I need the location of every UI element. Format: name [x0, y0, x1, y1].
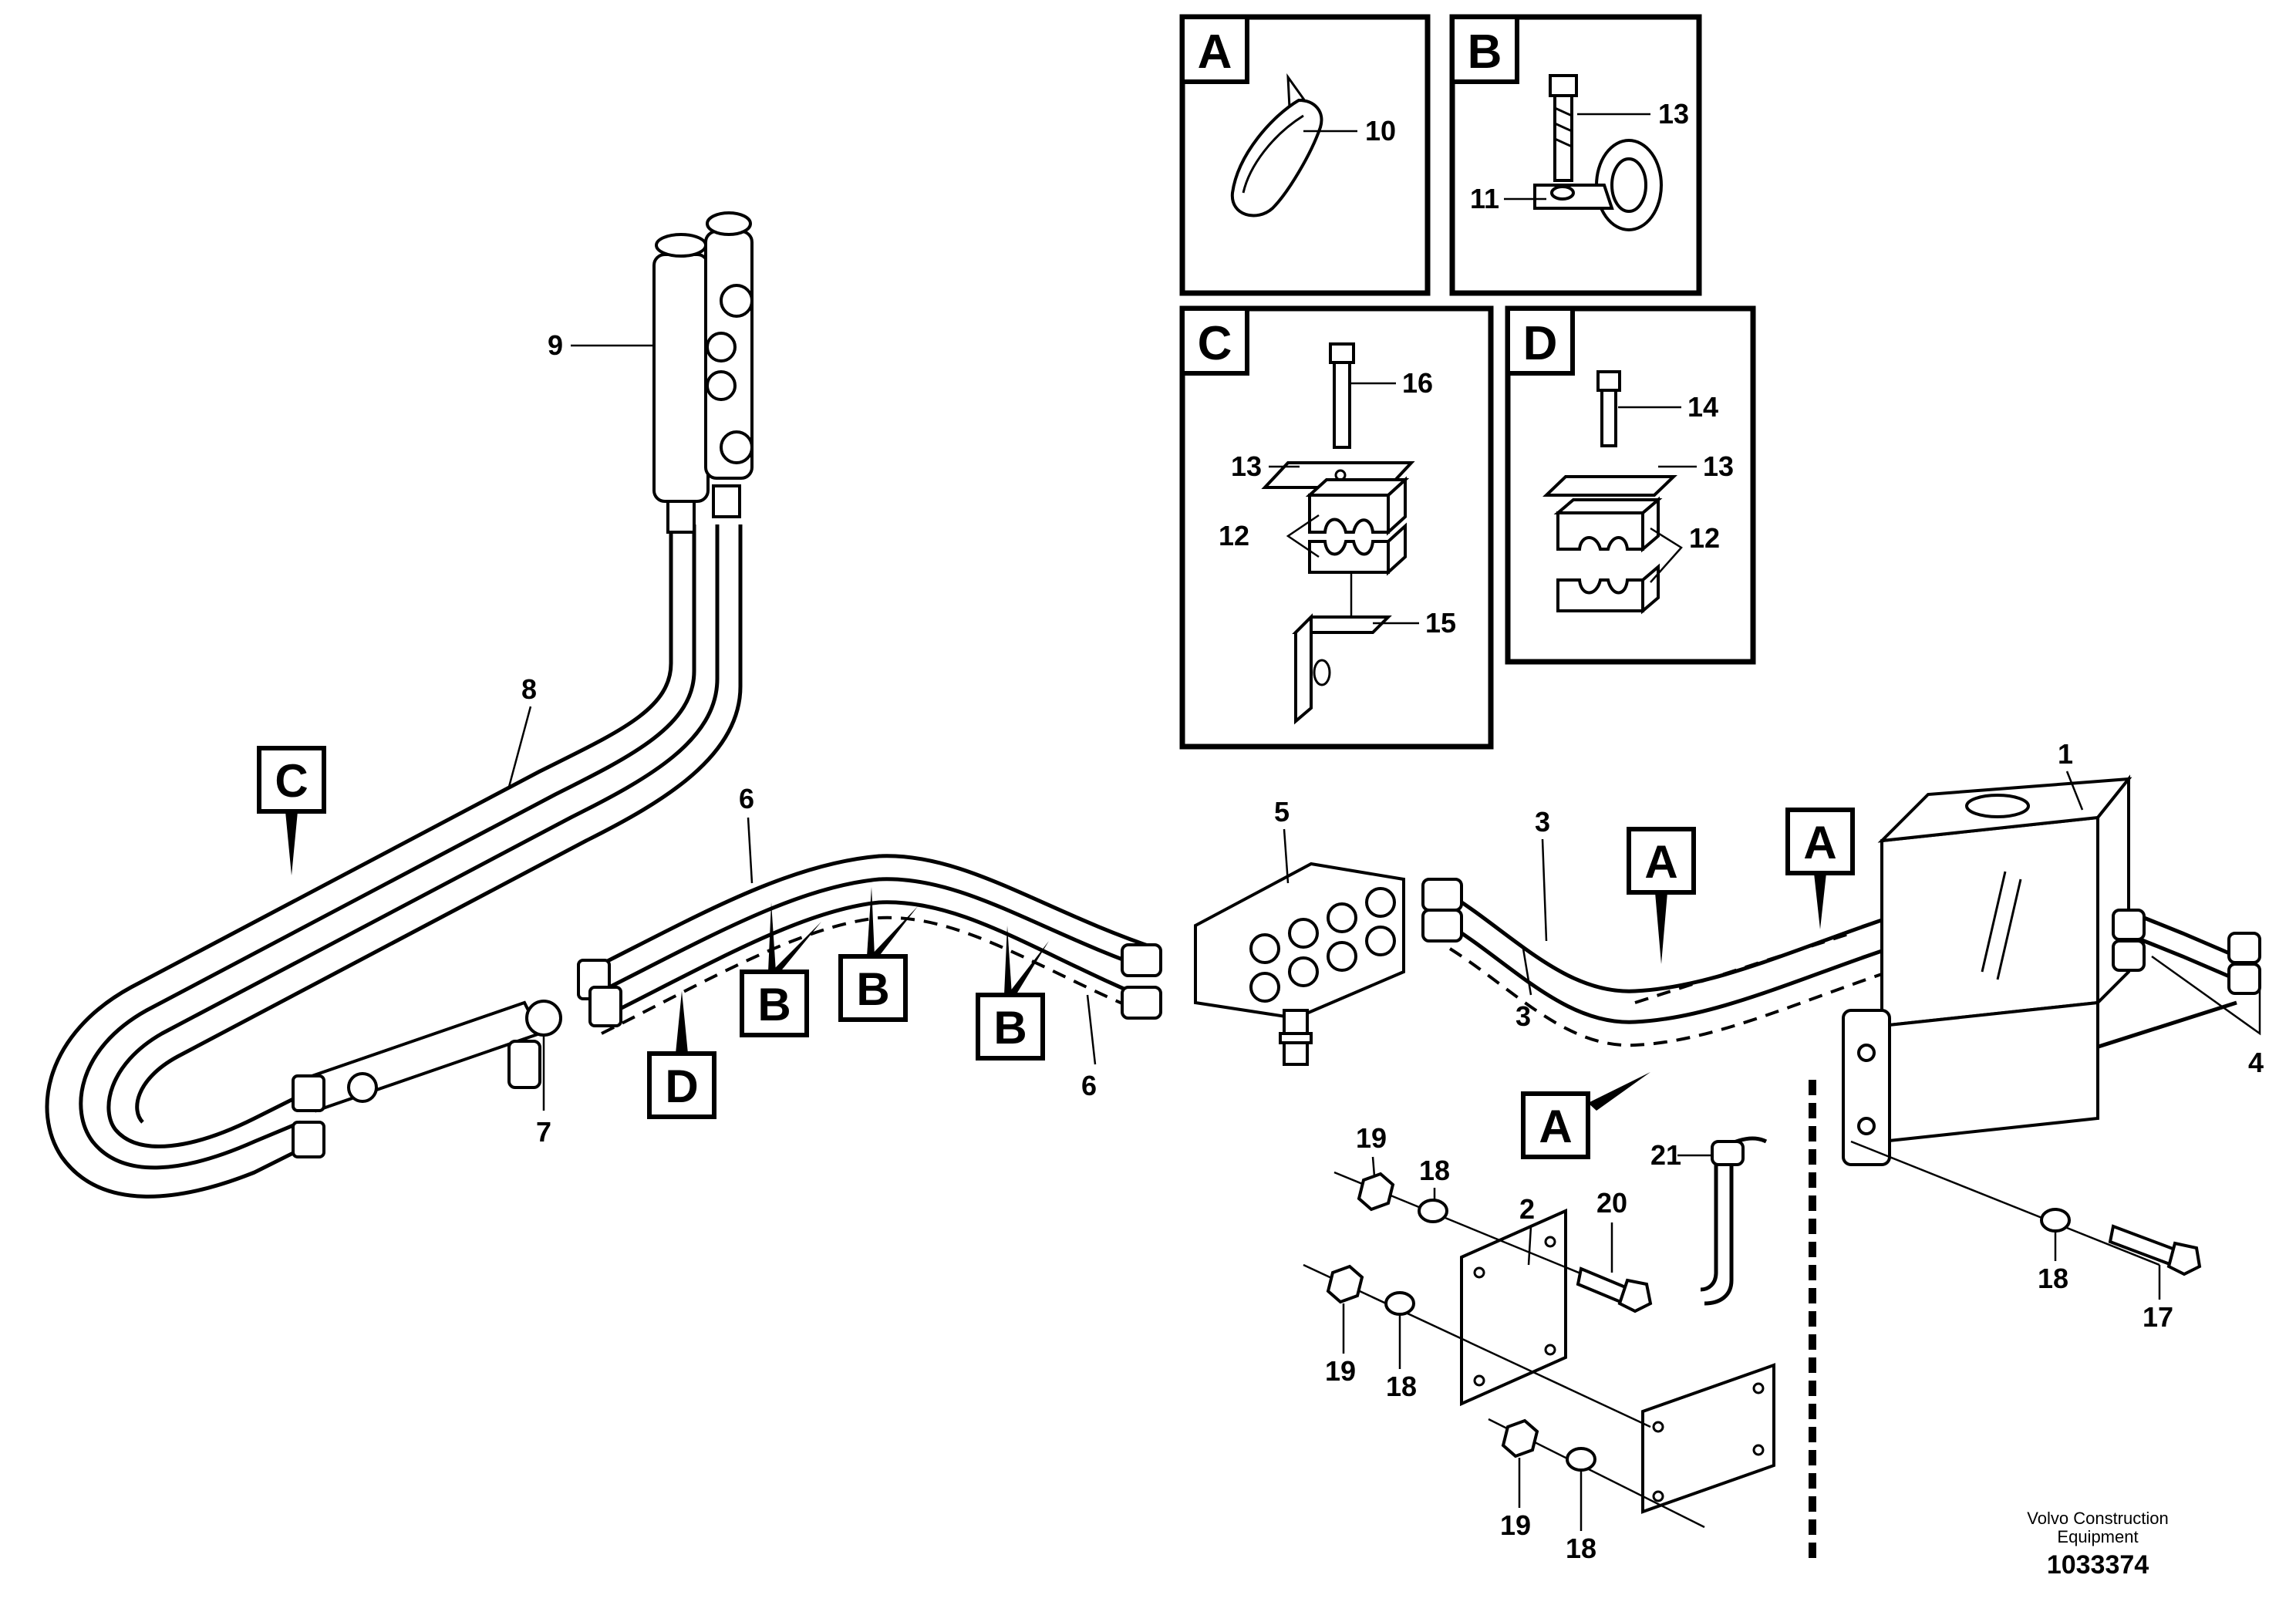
nut-icon [1501, 1418, 1539, 1458]
elbow-pipe-21 [1700, 1136, 1768, 1306]
svg-text:B: B [993, 1002, 1027, 1054]
label-18-mid: 18 [1386, 1371, 1417, 1402]
manifold-7 [292, 959, 622, 1158]
label-1: 1 [2058, 738, 2073, 770]
detail-d-letter: D [1523, 317, 1558, 370]
oil-tank-1 [1842, 774, 2132, 1166]
label-16: 16 [1402, 367, 1433, 399]
manifold-block-9 [652, 211, 754, 534]
drawing-id: 1033374 [2047, 1550, 2149, 1580]
washer-icon [1384, 1291, 1415, 1316]
fittings-4 [2112, 909, 2261, 995]
label-2: 2 [1519, 1193, 1535, 1225]
clamp-half-lower-icon [1308, 522, 1407, 576]
detail-view-c: C 16 13 12 15 [1179, 305, 1494, 750]
angle-bracket-icon [1292, 613, 1392, 725]
detail-view-a: A 10 [1179, 14, 1431, 296]
nut-icon [1326, 1264, 1364, 1304]
distribution-block-5 [1121, 862, 1463, 1066]
detail-a-letter: A [1198, 25, 1232, 79]
label-14: 14 [1687, 391, 1718, 423]
ref-tag-b1: B [740, 902, 821, 1037]
label-11: 11 [1470, 183, 1499, 214]
washer-icon [1566, 1447, 1596, 1472]
clamp-half-d-upper-icon [1553, 496, 1663, 553]
p-clamp-icon [1533, 139, 1663, 231]
cover-plate-d-icon [1542, 475, 1677, 497]
footer-company-line1: Volvo Construction [2027, 1509, 2168, 1528]
label-15: 15 [1425, 607, 1456, 639]
label-13-b: 13 [1658, 98, 1689, 130]
svg-text:C: C [275, 755, 308, 807]
detail-c-letter: C [1198, 317, 1232, 370]
footer-company-line2: Equipment [2057, 1527, 2138, 1546]
label-9: 9 [548, 329, 563, 361]
label-10: 10 [1365, 115, 1396, 147]
ref-tag-a1: A [1627, 827, 1696, 964]
nut-icon [1357, 1172, 1395, 1212]
label-6-top: 6 [739, 783, 754, 814]
svg-text:D: D [665, 1061, 698, 1112]
svg-text:A: A [1644, 836, 1677, 888]
ref-tag-b3: B [976, 926, 1049, 1061]
bracket-plate-2b [1641, 1363, 1775, 1514]
label-18-top: 18 [1419, 1155, 1450, 1186]
label-7: 7 [536, 1116, 551, 1148]
label-18-bottom: 18 [1566, 1533, 1596, 1564]
clamp-half-upper-icon [1305, 476, 1410, 536]
bolt-icon [1549, 74, 1578, 182]
label-5: 5 [1274, 796, 1290, 828]
detail-view-d: D 14 13 12 [1505, 305, 1756, 665]
label-21: 21 [1650, 1139, 1681, 1171]
label-12-c: 12 [1219, 520, 1249, 551]
svg-text:A: A [1803, 817, 1836, 868]
ref-tag-c: C [257, 746, 326, 875]
screw-icon-d [1596, 370, 1621, 447]
label-17: 17 [2143, 1301, 2173, 1333]
ref-tag-a2: A [1785, 808, 1855, 929]
ref-tag-a3: A [1521, 1072, 1650, 1159]
bolt-head-icon [2166, 1241, 2202, 1276]
detail-b-letter: B [1468, 25, 1502, 79]
label-3-bottom: 3 [1515, 1000, 1531, 1032]
hose-assembly [45, 524, 2237, 1199]
svg-text:A: A [1539, 1101, 1572, 1152]
label-13-d: 13 [1703, 450, 1734, 482]
label-8: 8 [521, 673, 537, 705]
label-19-mid: 19 [1325, 1355, 1356, 1387]
detail-view-b: B 13 11 [1449, 14, 1702, 296]
label-19-bottom: 19 [1500, 1509, 1531, 1541]
label-3-top: 3 [1535, 806, 1550, 838]
svg-text:B: B [856, 963, 889, 1015]
label-6-bottom: 6 [1081, 1070, 1097, 1101]
label-19-top: 19 [1356, 1122, 1387, 1154]
svg-text:B: B [757, 979, 791, 1030]
screw-icon [1329, 342, 1355, 449]
label-12-d: 12 [1689, 522, 1720, 554]
washer-icon [2040, 1208, 2071, 1233]
bolt-head-icon [1617, 1278, 1653, 1313]
label-13-c: 13 [1231, 450, 1262, 482]
label-18-right: 18 [2038, 1263, 2068, 1294]
bracket-plate-2 [1460, 1208, 1567, 1407]
washer-icon [1418, 1199, 1448, 1223]
ref-tag-d: D [647, 991, 716, 1119]
cable-tie-icon [1230, 73, 1323, 218]
ref-tag-b2: B [838, 887, 918, 1022]
fasteners [1303, 1140, 2202, 1529]
label-20: 20 [1596, 1187, 1627, 1219]
label-4: 4 [2248, 1047, 2264, 1078]
